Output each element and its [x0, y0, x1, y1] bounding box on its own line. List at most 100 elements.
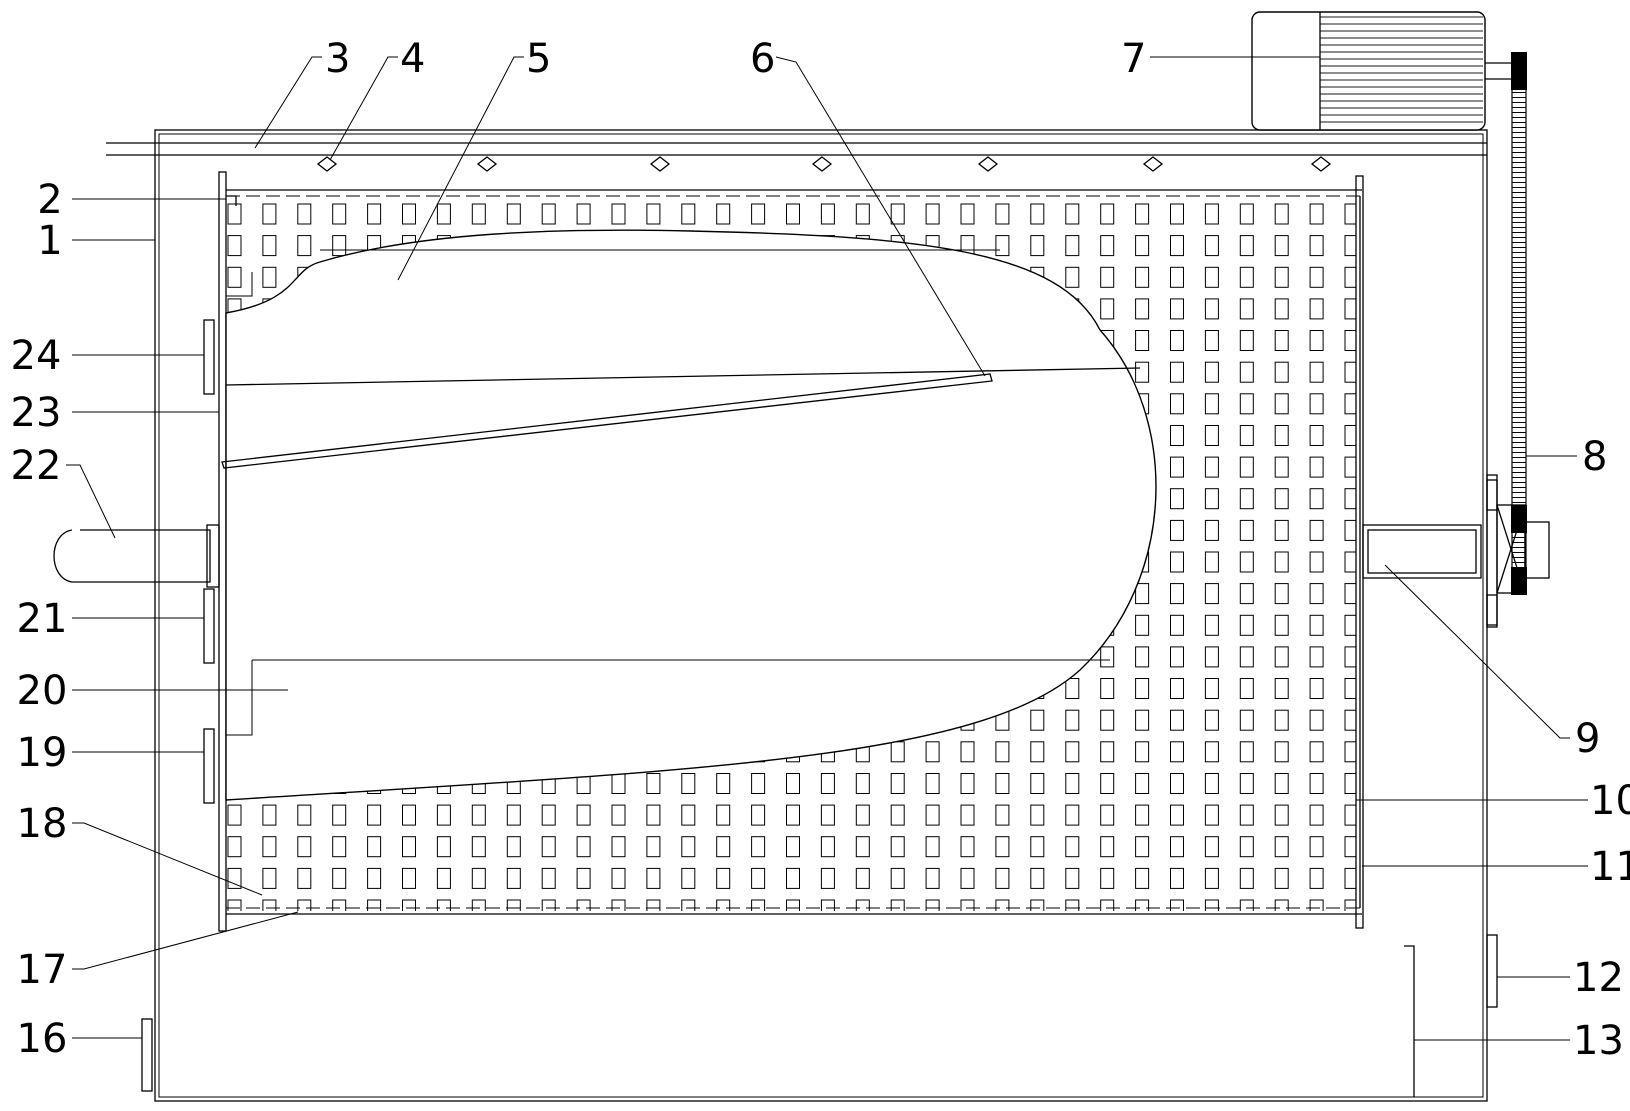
- mesh-hole: [471, 203, 486, 225]
- mesh-hole: [1065, 709, 1080, 731]
- mesh-hole: [786, 203, 800, 225]
- mesh-hole: [227, 203, 242, 225]
- mesh-hole: [1239, 519, 1254, 541]
- mesh-hole: [960, 899, 975, 911]
- mesh-hole: [1239, 646, 1254, 668]
- mesh-hole: [1239, 551, 1254, 573]
- mesh-hole: [297, 235, 312, 257]
- mesh-hole: [1239, 836, 1254, 858]
- weir-plate: [1404, 945, 1415, 1097]
- mesh-hole: [1239, 773, 1254, 794]
- mesh-hole: [1309, 678, 1324, 699]
- mesh-hole: [471, 804, 486, 826]
- mesh-hole: [402, 899, 416, 911]
- mesh-hole: [890, 804, 905, 826]
- mesh-hole: [646, 804, 661, 826]
- mesh-hole: [1170, 425, 1184, 446]
- mesh-hole: [1309, 867, 1324, 889]
- mesh-hole: [681, 867, 696, 889]
- mesh-hole: [506, 867, 521, 889]
- mesh-hole: [960, 836, 975, 858]
- mesh-hole: [1100, 709, 1115, 731]
- mesh-hole: [1030, 203, 1045, 225]
- mesh-hole: [890, 741, 905, 763]
- mesh-hole: [1100, 773, 1115, 794]
- mesh-hole: [1344, 393, 1356, 415]
- mesh-hole: [646, 836, 661, 858]
- mesh-hole: [716, 203, 731, 225]
- mesh-hole: [1204, 678, 1219, 699]
- mesh-hole: [960, 804, 975, 826]
- mesh-hole: [1309, 899, 1324, 911]
- mesh-hole: [960, 203, 975, 225]
- mesh-hole: [1309, 836, 1324, 858]
- mesh-hole: [1344, 519, 1356, 541]
- mesh-hole: [1170, 361, 1184, 383]
- mesh-hole: [367, 804, 382, 826]
- mesh-hole: [1030, 804, 1045, 826]
- mesh-hole: [995, 235, 1010, 257]
- mesh-hole: [855, 773, 870, 794]
- mesh-hole: [471, 867, 486, 889]
- mesh-hole: [541, 899, 556, 911]
- callout-19: 19: [17, 730, 68, 776]
- callout-9: 9: [1575, 716, 1600, 762]
- mesh-hole: [1274, 646, 1289, 668]
- mesh-hole: [1170, 203, 1184, 225]
- mesh-hole: [716, 899, 731, 911]
- mesh-hole: [1344, 836, 1356, 858]
- mesh-hole: [1135, 583, 1150, 605]
- mesh-hole: [1274, 298, 1289, 320]
- mesh-hole: [576, 899, 591, 911]
- mesh-hole: [1239, 614, 1254, 636]
- mesh-hole: [1030, 741, 1045, 763]
- outlet-12: [1486, 934, 1498, 1008]
- mesh-hole: [1344, 330, 1356, 351]
- mesh-hole: [1065, 678, 1080, 699]
- mesh-hole: [820, 867, 835, 889]
- mesh-hole: [262, 867, 277, 889]
- mesh-hole: [716, 804, 731, 826]
- mesh-hole: [1239, 425, 1254, 446]
- mesh-hole: [1344, 266, 1356, 288]
- mesh-hole: [1170, 836, 1184, 858]
- mesh-hole: [1239, 899, 1254, 911]
- mesh-hole: [1309, 361, 1324, 383]
- mesh-hole: [541, 867, 556, 889]
- mesh-hole: [1309, 203, 1324, 225]
- mesh-hole: [925, 804, 940, 826]
- mesh-hole: [646, 203, 661, 225]
- mesh-hole: [576, 836, 591, 858]
- mesh-hole: [1239, 456, 1254, 478]
- spray-pipe: [106, 142, 1487, 156]
- mesh-hole: [1204, 709, 1219, 731]
- mesh-hole: [1100, 678, 1115, 699]
- mesh-hole: [1065, 899, 1080, 911]
- callout-8: 8: [1582, 434, 1607, 480]
- mesh-hole: [1309, 519, 1324, 541]
- mesh-hole: [1170, 773, 1184, 794]
- callout-16: 16: [17, 1016, 68, 1062]
- mesh-hole: [1170, 266, 1184, 288]
- mesh-hole: [227, 867, 242, 889]
- mesh-hole: [1100, 836, 1115, 858]
- mesh-hole: [995, 899, 1010, 911]
- mesh-hole: [1344, 235, 1356, 257]
- mesh-hole: [402, 804, 416, 826]
- mesh-hole: [1309, 393, 1324, 415]
- mesh-hole: [1344, 773, 1356, 794]
- mesh-hole: [820, 836, 835, 858]
- mesh-hole: [1309, 646, 1324, 668]
- mesh-hole: [1135, 678, 1150, 699]
- mesh-hole: [1204, 330, 1219, 351]
- mesh-hole: [1030, 773, 1045, 794]
- mesh-hole: [1204, 203, 1219, 225]
- mesh-hole: [1170, 456, 1184, 478]
- callout-labels: 1 2 3 4 5 6 7 8 9 10 11 12 13 16 17 18 1…: [11, 36, 1630, 1064]
- mesh-hole: [541, 804, 556, 826]
- mesh-hole: [751, 203, 766, 225]
- mesh-hole: [1170, 804, 1184, 826]
- mesh-hole: [1170, 519, 1184, 541]
- mesh-hole: [1344, 298, 1356, 320]
- mesh-hole: [471, 836, 486, 858]
